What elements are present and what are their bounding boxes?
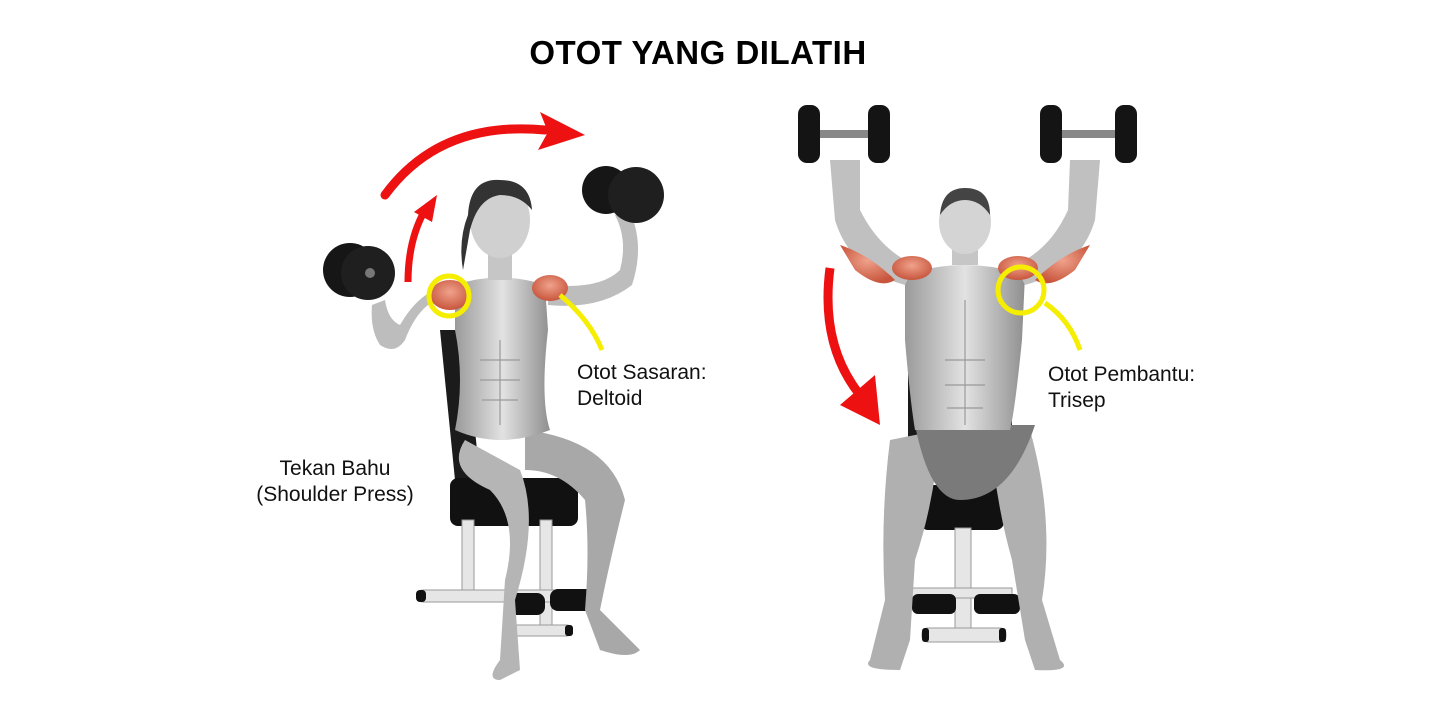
arrow-up-arc-large-icon [380, 124, 550, 200]
dumbbell-left-high [582, 166, 664, 223]
female-figure [323, 112, 664, 680]
exercise-name-label: Tekan Bahu (Shoulder Press) [245, 456, 425, 508]
arrow-down-arc-icon [823, 267, 864, 398]
male-figure [798, 105, 1137, 671]
target-muscle-label: Otot Sasaran: Deltoid [577, 360, 707, 412]
dumbbell-left-low [323, 243, 395, 300]
target-muscle-line1: Otot Sasaran: [577, 361, 707, 384]
target-muscle-line2: Deltoid [577, 387, 643, 410]
deltoid-highlight-circle [426, 273, 472, 319]
dumbbell-right-right [1040, 105, 1137, 163]
synergist-muscle-line2: Trisep [1048, 389, 1106, 412]
exercise-name-line2: (Shoulder Press) [256, 483, 414, 506]
dumbbell-right-left [798, 105, 890, 163]
triceps-highlight-circle [995, 264, 1047, 316]
deltoid-callout-line [558, 293, 605, 351]
page-title: OTOT YANG DILATIH [529, 34, 867, 71]
arrow-up-arc-small-icon [404, 208, 429, 283]
triceps-callout-line [1043, 300, 1083, 351]
synergist-muscle-label: Otot Pembantu: Trisep [1048, 362, 1195, 414]
exercise-name-line1: Tekan Bahu [279, 457, 391, 480]
synergist-muscle-line1: Otot Pembantu: [1048, 363, 1196, 386]
